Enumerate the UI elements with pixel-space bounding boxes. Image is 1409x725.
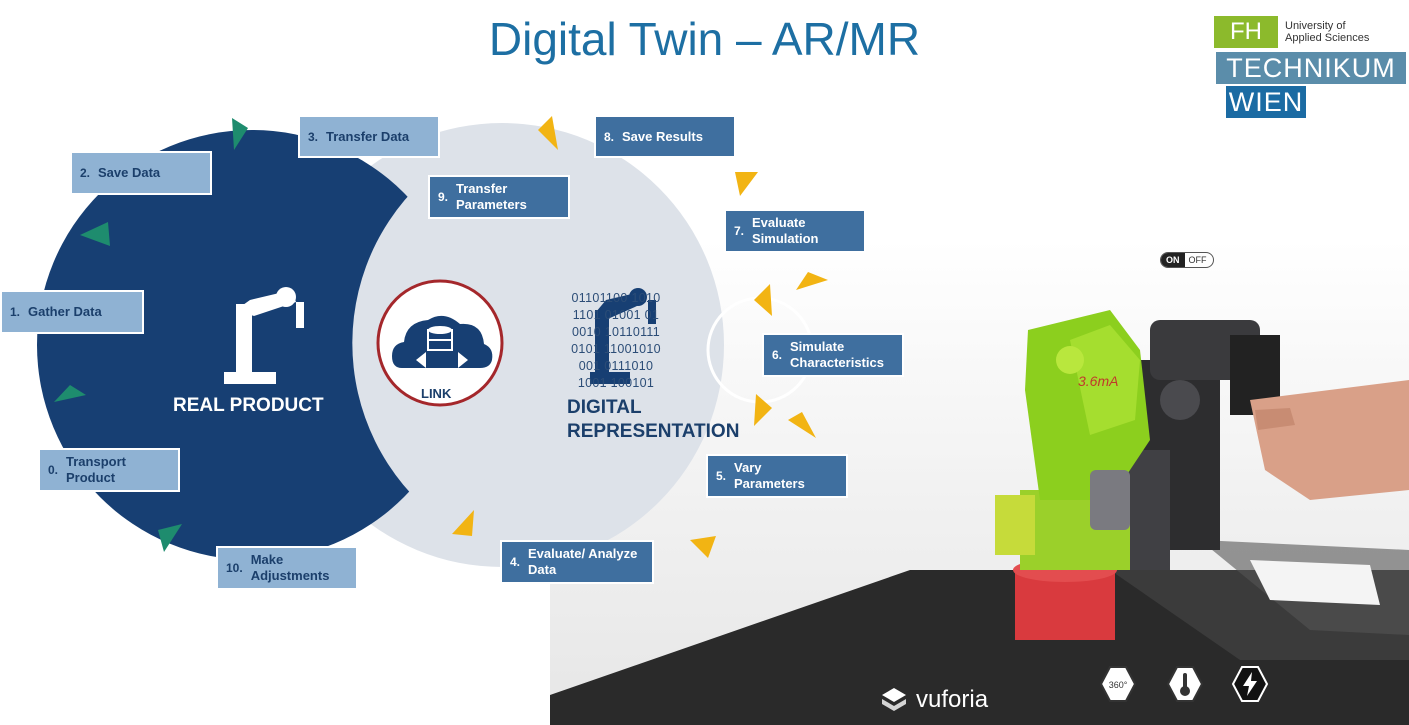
yellow-arrow — [788, 412, 816, 438]
on-off-toggle[interactable]: ON OFF — [1160, 252, 1214, 268]
cloud-database-icon — [392, 315, 493, 368]
step-8-box: 8.Save Results — [594, 115, 736, 158]
step-5-box: 5.Vary Parameters — [706, 454, 848, 498]
logo-fh: FH — [1214, 16, 1278, 48]
page-title: Digital Twin – AR/MR — [488, 13, 921, 65]
logo-technikum: TECHNIKUM — [1216, 52, 1406, 84]
logo-wien: WIEN — [1226, 86, 1306, 118]
yellow-arrow — [452, 510, 474, 536]
step-4-box: 4.Evaluate/ Analyze Data — [500, 540, 654, 584]
step-1-box: 1.Gather Data — [0, 290, 144, 334]
thermometer-icon[interactable] — [1165, 664, 1205, 704]
step-6-box: 6.Simulate Characteristics — [762, 333, 904, 377]
real-product-label: REAL PRODUCT — [173, 395, 324, 416]
green-arrow — [158, 524, 182, 552]
vuforia-brand: vuforia — [880, 686, 988, 714]
vuforia-logo-icon — [882, 688, 906, 711]
digital-representation-label: DIGITAL REPRESENTATION — [567, 397, 740, 442]
green-arrow — [80, 222, 110, 246]
yellow-arrow — [754, 394, 772, 426]
step-9-box: 9.Transfer Parameters — [428, 175, 570, 219]
step-3-box: 3.Transfer Data — [298, 115, 440, 158]
yellow-arrow — [735, 172, 758, 196]
logo-university-text: University of Applied Sciences — [1285, 20, 1370, 44]
green-arrow — [54, 385, 86, 402]
hand — [1250, 380, 1409, 500]
rotate-360-label: 360° — [1109, 680, 1128, 690]
paper-sheet — [1250, 560, 1380, 605]
yellow-arrow — [690, 536, 716, 558]
robot-readout: 3.6mA — [1078, 373, 1118, 389]
vuforia-label: vuforia — [916, 686, 989, 713]
step-10-box: 10.Make Adjustments — [216, 546, 358, 590]
yellow-arrow — [538, 116, 558, 150]
green-arrow — [232, 118, 248, 150]
toggle-on[interactable]: ON — [1161, 253, 1185, 267]
step-0-box: 0.Transport Product — [38, 448, 180, 492]
step-7-box: 7.Evaluate Simulation — [724, 209, 866, 253]
step-2-box: 2.Save Data — [70, 151, 212, 195]
link-label: LINK — [421, 386, 452, 401]
binary-code-text: 01101100 1010 1101 01001 01 0010 1011011… — [571, 291, 661, 390]
toggle-off[interactable]: OFF — [1188, 255, 1207, 265]
rotate-360-icon[interactable]: 360° — [1098, 664, 1138, 704]
yellow-arrow — [796, 272, 828, 290]
ar-robot — [995, 310, 1150, 640]
digital-robot-arm-icon — [590, 288, 656, 384]
university-logo: FH University of Applied Sciences TECHNI… — [1214, 16, 1409, 120]
lightning-icon[interactable] — [1230, 664, 1270, 704]
real-robot-arm-icon — [224, 287, 304, 384]
yellow-arrow — [754, 284, 772, 316]
